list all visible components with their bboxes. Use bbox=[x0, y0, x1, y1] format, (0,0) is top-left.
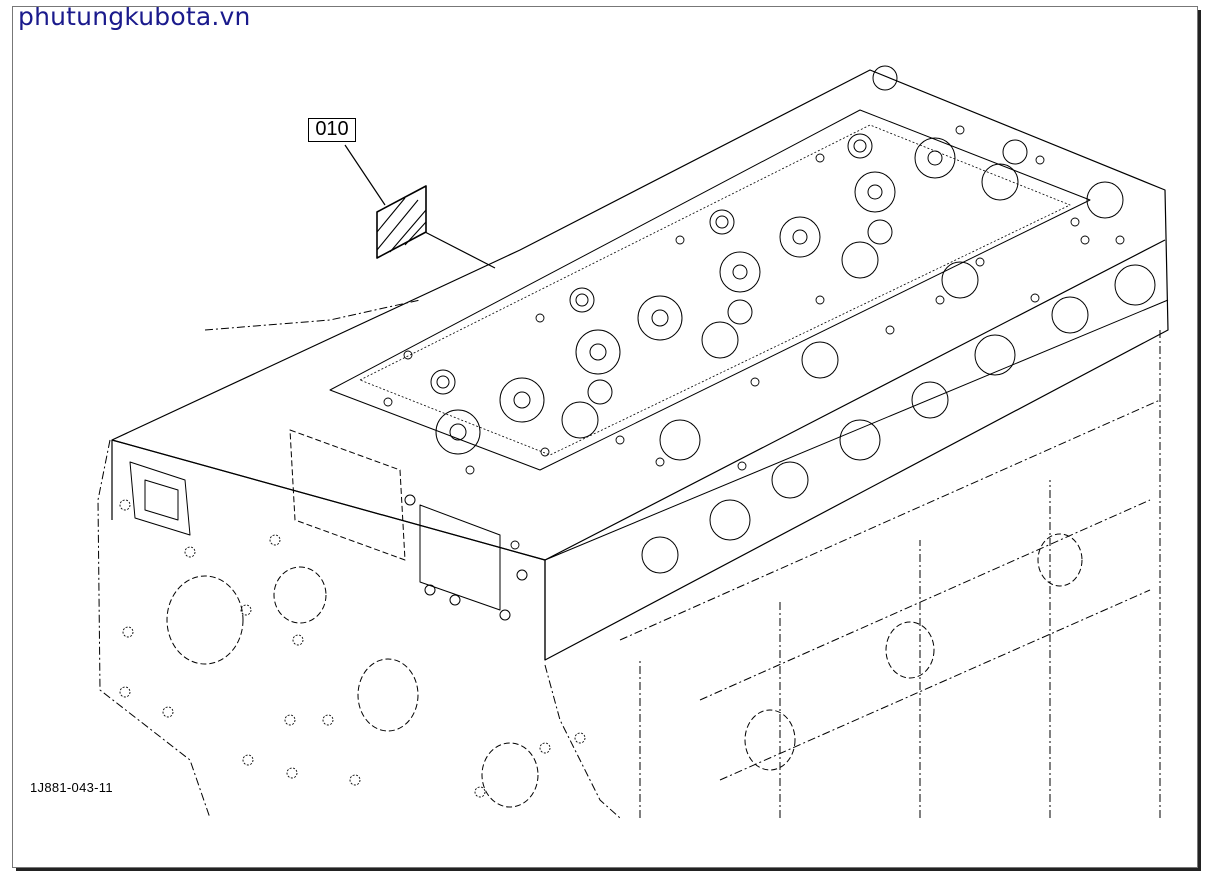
block-bolt-holes bbox=[119, 499, 586, 798]
head-valve-ports bbox=[435, 137, 1156, 574]
engine-block bbox=[97, 299, 1161, 819]
frame-shadow-right bbox=[1198, 10, 1201, 870]
injector-holes bbox=[430, 65, 898, 395]
cylinder-head bbox=[111, 69, 1169, 661]
sticker-part-glyph bbox=[376, 185, 427, 259]
frame-shadow-bottom bbox=[16, 868, 1201, 871]
block-bores bbox=[166, 533, 1083, 808]
figure-code: 1J881-043-11 bbox=[30, 780, 113, 795]
head-bolt-holes bbox=[383, 125, 1125, 550]
diagram-frame bbox=[12, 6, 1198, 868]
part-callout-leader bbox=[344, 144, 496, 269]
head-front-face bbox=[129, 429, 528, 621]
part-number-callout[interactable]: 010 bbox=[308, 118, 356, 142]
